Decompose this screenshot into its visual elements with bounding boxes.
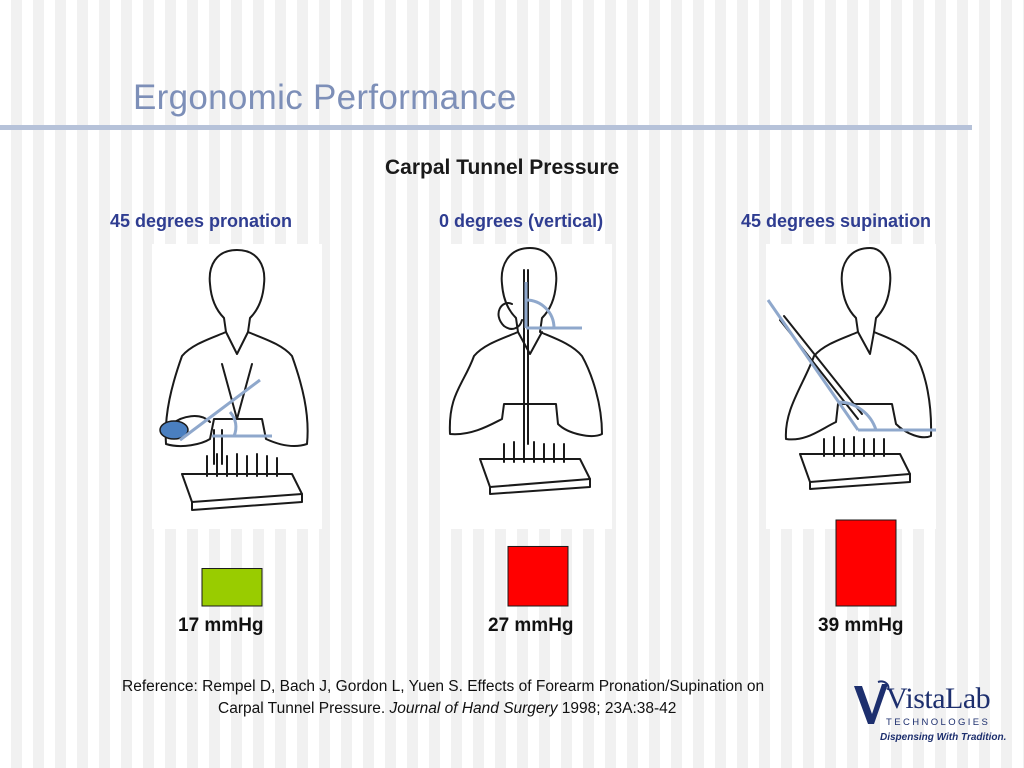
figure-supination-illustration [766, 244, 936, 529]
figure-pronation-illustration [152, 244, 322, 529]
reference-line-2: Carpal Tunnel Pressure. Journal of Hand … [122, 698, 812, 720]
logo-subtitle: TECHNOLOGIES [886, 717, 991, 728]
value-label-vertical: 27 mmHg [488, 615, 574, 636]
journal-name: Journal of Hand Surgery [389, 700, 558, 717]
chart-title: Carpal Tunnel Pressure [385, 156, 620, 179]
logo-tagline: Dispensing With Tradition. [880, 732, 1007, 743]
logo-v-mark [854, 680, 890, 724]
reference-line-1: Reference: Rempel D, Bach J, Gordon L, Y… [122, 678, 765, 695]
figure-vertical-illustration [442, 244, 612, 529]
bar-supination [835, 519, 897, 607]
reference-line-2-start: Carpal Tunnel Pressure. [218, 700, 390, 717]
value-label-supination: 39 mmHg [818, 615, 904, 636]
value-label-pronation: 17 mmHg [178, 615, 264, 636]
category-label-supination: 45 degrees supination [741, 211, 932, 231]
category-label-pronation: 45 degrees pronation [110, 211, 293, 231]
logo-name: VistaLab [886, 682, 991, 715]
bar-pronation [201, 568, 263, 607]
vistalab-logo: VistaLab TECHNOLOGIES Dispensing With Tr… [852, 680, 1006, 750]
reference-line-2-end: 1998; 23A:38-42 [557, 700, 677, 717]
bar-vertical [507, 545, 569, 607]
category-label-vertical: 0 degrees (vertical) [439, 211, 604, 231]
title-underline [0, 125, 972, 130]
slide-title: Ergonomic Performance [133, 78, 517, 117]
reference-citation: Reference: Rempel D, Bach J, Gordon L, Y… [122, 676, 812, 720]
